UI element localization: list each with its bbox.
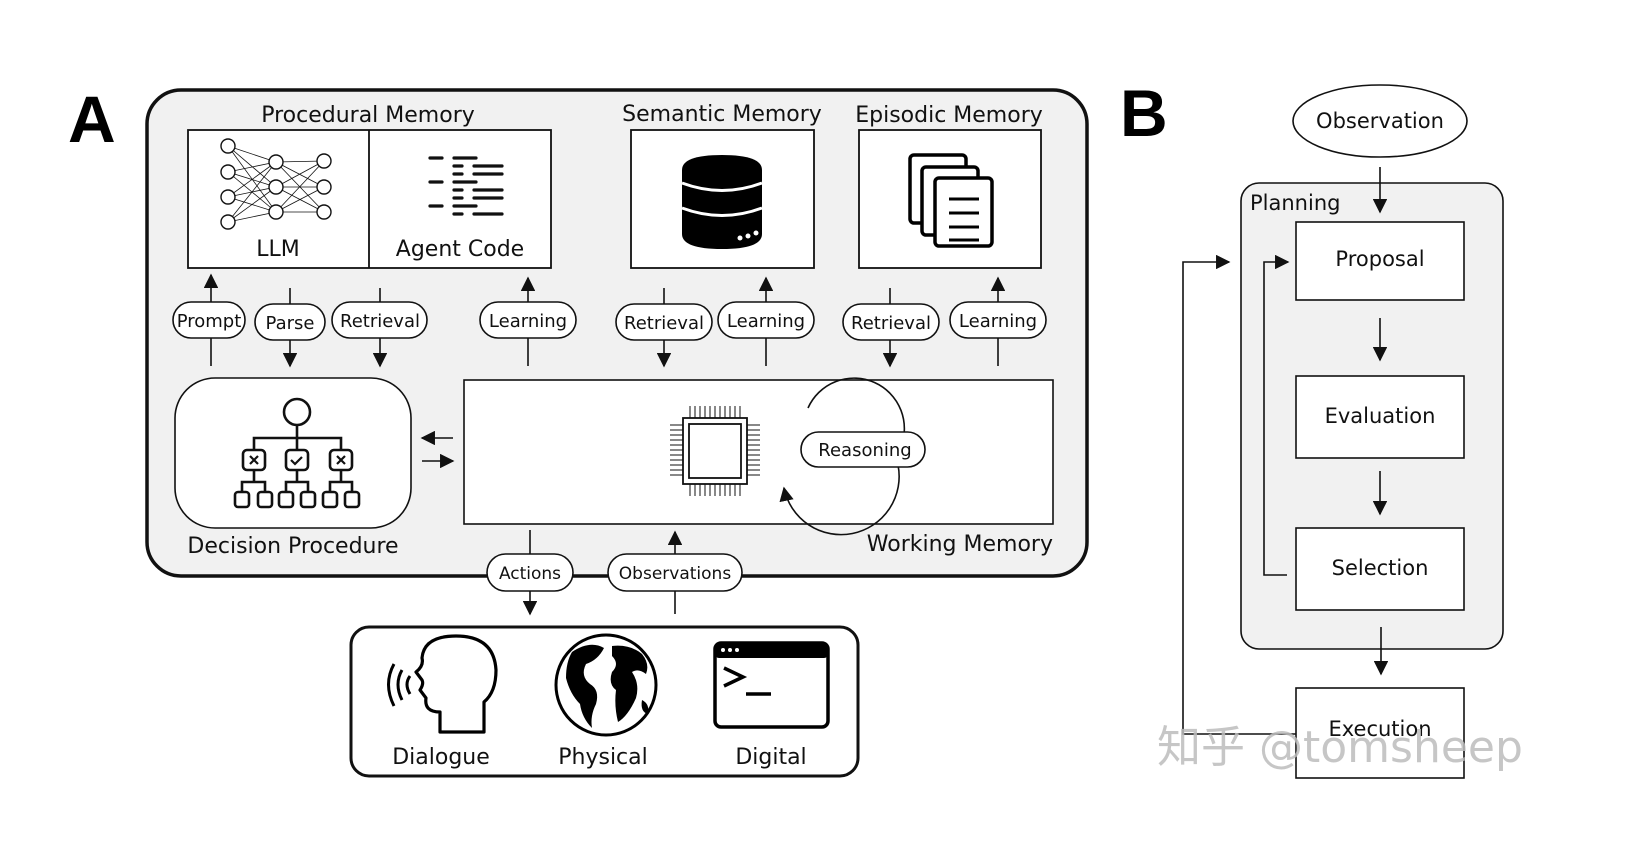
cpu-chip-icon: [670, 406, 760, 496]
observation-ellipse: [1292, 84, 1468, 158]
execution-box: [1295, 687, 1465, 779]
nn-edge: [227, 145, 277, 213]
connector-retrieval-semantic: Retrieval: [615, 303, 713, 341]
step-proposal: Proposal: [1335, 247, 1424, 271]
step-evaluation: Evaluation: [1325, 404, 1436, 428]
nn-edge: [275, 186, 325, 213]
connector-prompt: Prompt: [172, 301, 246, 339]
panel-a-letter: A: [68, 82, 116, 156]
planning-label: Planning: [1250, 191, 1340, 215]
svg-text:Learning: Learning: [489, 311, 567, 332]
nn-edge: [227, 186, 277, 223]
nn-edge: [275, 160, 325, 163]
execution-label: Execution: [1328, 717, 1431, 741]
connector-actions: Actions: [486, 553, 574, 592]
panel-b-letter: B: [1120, 76, 1168, 150]
nn-edge: [227, 161, 277, 173]
step-selection: Selection: [1332, 556, 1429, 580]
environment-physical-label: Physical: [558, 745, 648, 770]
environment-dialogue-label: Dialogue: [392, 745, 490, 770]
nn-edge: [275, 160, 325, 188]
neural-network-icon: [220, 138, 332, 230]
terminal-window-icon: [713, 641, 830, 729]
nn-edge: [227, 145, 277, 163]
connector-retrieval-episodic: Retrieval: [842, 303, 940, 341]
connector-learning-procedural: Learning: [479, 301, 577, 339]
nn-edge: [227, 161, 277, 223]
svg-text:Retrieval: Retrieval: [624, 313, 704, 334]
nn-edge: [275, 160, 325, 213]
reasoning-label: Reasoning: [818, 440, 911, 461]
connector-learning-episodic: Learning: [949, 301, 1047, 339]
svg-text:Parse: Parse: [266, 313, 315, 334]
connector-retrieval-procedural: Retrieval: [331, 301, 428, 339]
reasoning-loop: Reasoning: [779, 377, 926, 536]
proposal-box: [1295, 221, 1465, 301]
svg-text:Retrieval: Retrieval: [851, 313, 931, 334]
llm-label: LLM: [256, 237, 300, 262]
svg-text:Actions: Actions: [499, 564, 561, 584]
episodic-memory-title: Episodic Memory: [855, 103, 1043, 128]
svg-text:Observations: Observations: [619, 564, 732, 584]
connector-observations: Observations: [607, 553, 743, 592]
working-memory-title: Working Memory: [867, 532, 1053, 557]
connector-parse: Parse: [254, 303, 326, 341]
nn-edge: [227, 145, 277, 188]
decision-tree-icon: [233, 397, 361, 509]
database-icon: [681, 155, 763, 249]
procedural-memory-title: Procedural Memory: [261, 103, 475, 128]
agent-code-label: Agent Code: [396, 237, 524, 262]
environment-digital-label: Digital: [735, 745, 806, 770]
connector-learning-semantic: Learning: [717, 301, 815, 339]
svg-text:Learning: Learning: [959, 311, 1037, 332]
documents-icon: [908, 153, 994, 248]
svg-text:Retrieval: Retrieval: [340, 311, 420, 332]
nn-edge: [275, 161, 325, 188]
svg-text:Learning: Learning: [727, 311, 805, 332]
nn-edge: [227, 211, 277, 223]
evaluation-box: [1295, 375, 1465, 459]
nn-edge: [227, 161, 277, 198]
speaking-head-icon: [387, 634, 498, 734]
semantic-memory-title: Semantic Memory: [622, 102, 822, 127]
globe-icon: [554, 633, 658, 737]
code-lines-icon: [428, 156, 504, 216]
decision-procedure-title: Decision Procedure: [187, 534, 398, 559]
working-memory-box: [463, 379, 1054, 525]
observation-label: Observation: [1316, 109, 1444, 133]
svg-text:Prompt: Prompt: [177, 311, 242, 332]
watermark: 知乎 @tomsheep: [1157, 722, 1523, 773]
selection-box: [1295, 527, 1465, 611]
